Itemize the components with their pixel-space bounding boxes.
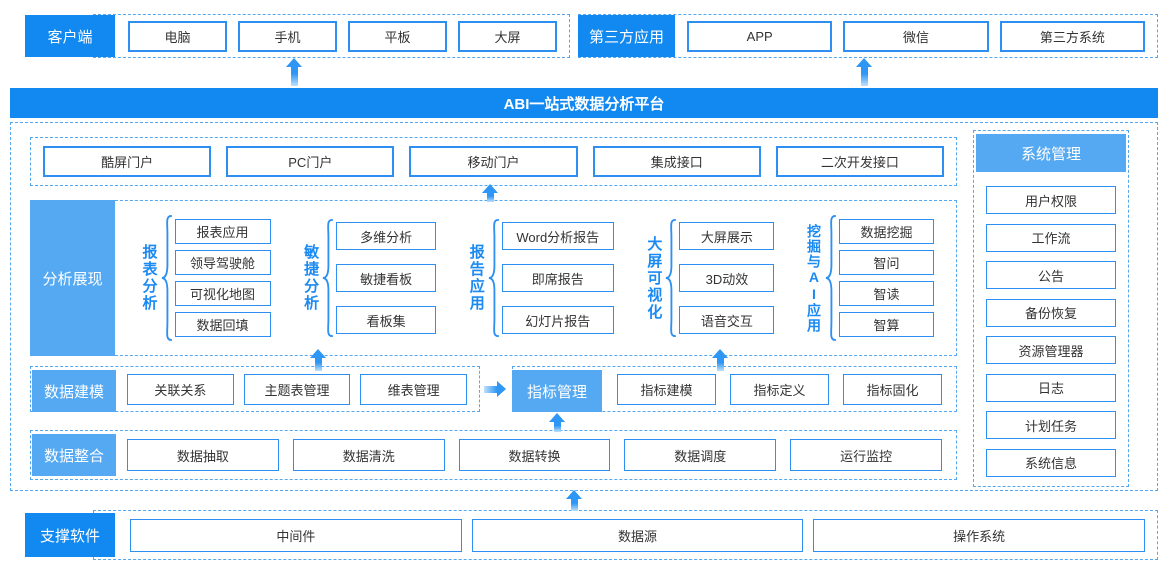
brace-icon [825,215,837,341]
support-box: 数据源 [471,518,804,552]
arrow-up-icon [566,490,582,511]
system-item-box: 备份恢复 [986,298,1116,327]
brace-icon [161,215,172,341]
support-box: 操作系统 [813,518,1146,552]
analysis-item-box: Word分析报告 [501,222,614,250]
group-label: 报表分析 [140,244,158,312]
analysis-item-box: 智问 [838,250,934,275]
integration-label: 数据整合 [32,434,116,476]
integration-box: 数据调度 [624,439,777,471]
group-label: 报告应用 [467,244,485,312]
integration-box: 数据清洗 [292,439,445,471]
system-item-box: 公告 [986,261,1116,289]
support-label: 支撑软件 [25,513,115,557]
third-party-label: 第三方应用 [578,15,675,57]
integration-section: 数据抽取 数据清洗 数据转换 数据调度 运行监控 [30,430,957,480]
arrow-up-icon [712,349,728,371]
third-party-box: 微信 [843,20,989,52]
analysis-item-box: 领导驾驶舱 [174,250,271,275]
analysis-item-box: 智算 [838,312,934,337]
analysis-group-ai: 挖掘与AI应用 数据挖掘 智问 智读 智算 [806,214,934,342]
portal-box: PC门户 [226,146,395,177]
arrow-up-icon [482,184,498,202]
system-item-box: 用户权限 [986,186,1116,214]
analysis-item-box: 智读 [838,281,934,306]
arrow-up-icon [310,349,326,371]
analysis-item-box: 数据回填 [174,312,271,337]
analysis-item-box: 即席报告 [501,264,614,292]
portal-box: 移动门户 [409,146,578,177]
arrow-up-icon [286,58,302,86]
arrow-up-icon [856,58,872,86]
portal-box: 酷屏门户 [43,146,212,177]
system-item-box: 工作流 [986,223,1116,252]
device-box: 平板 [348,20,447,52]
indicator-box: 指标建模 [617,373,716,405]
group-label: 大屏可视化 [645,235,663,321]
portal-box: 二次开发接口 [775,146,945,177]
analysis-item-box: 大屏展示 [679,222,775,250]
analysis-group-bigscreen: 大屏可视化 大屏展示 3D动效 语音交互 [645,215,775,341]
device-box: 大屏 [458,20,557,52]
group-label: 挖掘与AI应用 [805,223,822,333]
system-item-box: 计划任务 [986,411,1116,439]
modeling-box: 关联关系 [127,373,234,405]
client-group: 电脑 手机 平板 大屏 [93,14,570,58]
system-item-box: 系统信息 [986,448,1116,477]
indicator-box: 指标固化 [843,373,942,405]
group-label: 敏捷分析 [302,244,320,312]
brace-icon [322,218,334,338]
analysis-item-box: 多维分析 [336,222,437,250]
system-management-panel: 系统管理 用户权限 工作流 公告 备份恢复 资源管理器 日志 计划任务 系统信息 [973,130,1129,487]
integration-box: 数据转换 [458,439,611,471]
integration-box: 运行监控 [790,439,942,471]
analysis-item-box: 语音交互 [679,306,775,334]
analysis-item-box: 幻灯片报告 [501,306,614,334]
support-section: 中间件 数据源 操作系统 [93,510,1158,560]
brace-icon [666,218,677,338]
analysis-item-box: 可视化地图 [174,281,271,306]
device-box: 手机 [238,20,337,52]
system-item-box: 日志 [986,373,1116,402]
support-box: 中间件 [130,518,462,552]
arrow-right-icon [484,381,506,397]
client-label: 客户端 [25,15,115,57]
analysis-group-agile: 敏捷分析 多维分析 敏捷看板 看板集 [302,215,437,341]
system-item-box: 资源管理器 [986,336,1116,364]
system-management-header: 系统管理 [976,134,1126,172]
portal-row: 酷屏门户 PC门户 移动门户 集成接口 二次开发接口 [30,137,957,186]
analysis-group-report: 报表分析 报表应用 领导驾驶舱 可视化地图 数据回填 [140,214,271,342]
indicator-box: 指标定义 [730,373,829,405]
modeling-box: 主题表管理 [243,373,351,405]
analysis-section: 报表分析 报表应用 领导驾驶舱 可视化地图 数据回填 敏捷分析 多维分析 敏捷看… [30,200,957,356]
brace-icon [488,218,499,338]
third-party-box: APP [687,20,833,52]
analysis-item-box: 3D动效 [679,264,775,292]
integration-box: 数据抽取 [127,439,279,471]
analysis-item-box: 敏捷看板 [336,264,437,292]
arrow-up-icon [549,413,565,432]
analysis-item-box: 数据挖掘 [838,219,934,244]
device-box: 电脑 [128,20,227,52]
portal-box: 集成接口 [592,146,761,177]
modeling-label: 数据建模 [32,370,116,412]
third-party-box: 第三方系统 [999,20,1145,52]
analysis-label: 分析展现 [30,200,115,356]
indicator-label: 指标管理 [512,370,602,412]
analysis-group-reporting: 报告应用 Word分析报告 即席报告 幻灯片报告 [467,215,614,341]
analysis-item-box: 看板集 [336,306,437,334]
modeling-box: 维表管理 [360,373,468,405]
platform-title-banner: ABI一站式数据分析平台 [10,88,1158,118]
analysis-item-box: 报表应用 [174,219,271,244]
